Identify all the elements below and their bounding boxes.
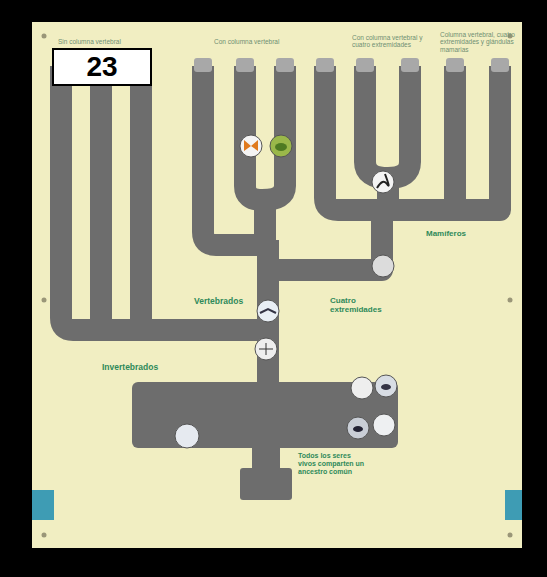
column-heading: Columna vertebral, cuatro extremidades y…	[440, 31, 518, 53]
column-heading: Con columna vertebral y cuatro extremida…	[352, 34, 436, 49]
column-heading: Sin columna vertebral	[58, 38, 168, 45]
wall-stripe	[505, 490, 522, 520]
callout-number: 23	[86, 53, 117, 81]
metal-base	[132, 382, 398, 500]
group-label: Invertebrados	[102, 363, 182, 373]
screws	[42, 34, 513, 538]
group-label: Vertebrados	[194, 297, 264, 307]
group-label: Cuatro extremidades	[330, 296, 390, 314]
callout-box: 23	[52, 48, 152, 86]
group-label: Mamíferos	[426, 229, 486, 238]
group-label: Todos los seres vivos comparten un ances…	[298, 452, 370, 476]
column-heading: Con columna vertebral	[214, 38, 314, 45]
metal-tree	[61, 66, 500, 384]
board	[32, 22, 522, 548]
animal-icons	[175, 135, 397, 448]
wall-stripe	[32, 490, 54, 520]
